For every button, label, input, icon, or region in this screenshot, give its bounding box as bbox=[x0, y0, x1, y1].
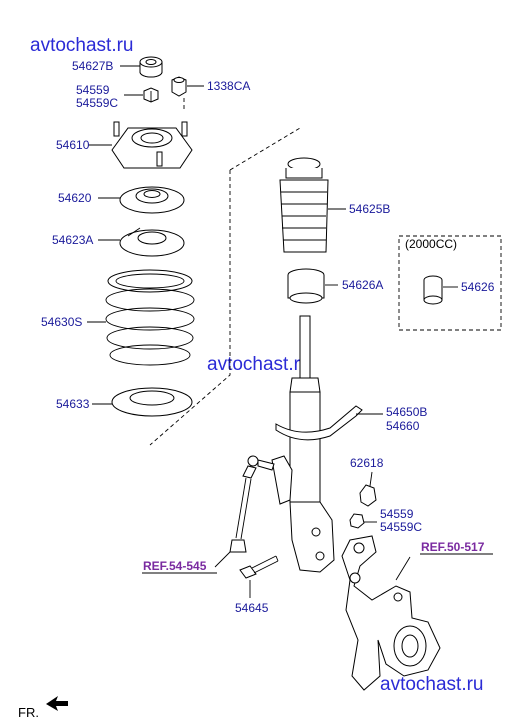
label-54633: 54633 bbox=[56, 397, 90, 411]
part-54650B-strut bbox=[271, 315, 363, 573]
part-54630S-coil-spring bbox=[105, 269, 195, 366]
label-54559-lower: 54559 bbox=[380, 507, 414, 521]
label-62618: 62618 bbox=[350, 456, 384, 470]
label-54630S: 54630S bbox=[41, 315, 82, 329]
label-54625B: 54625B bbox=[349, 202, 390, 216]
label-54610: 54610 bbox=[56, 138, 90, 152]
label-54620: 54620 bbox=[58, 191, 92, 205]
variant-box-2000cc bbox=[398, 235, 502, 331]
ref-left[interactable]: REF.54-545 bbox=[143, 559, 207, 573]
watermark-bottom: avtochast.ru bbox=[380, 674, 484, 695]
label-54559-upper: 54559 bbox=[76, 83, 110, 97]
label-1338CA: 1338CA bbox=[207, 79, 250, 93]
label-54645: 54645 bbox=[235, 601, 269, 615]
label-54660: 54660 bbox=[386, 419, 420, 433]
part-54627B bbox=[139, 56, 163, 78]
label-54650B: 54650B bbox=[386, 405, 427, 419]
ref-right[interactable]: REF.50-517 bbox=[421, 540, 485, 554]
part-54633-lower-seat bbox=[111, 387, 193, 417]
watermark-middle: avtochast.ru bbox=[207, 354, 311, 375]
watermark-top: avtochast.ru bbox=[30, 35, 134, 56]
label-54623A: 54623A bbox=[52, 233, 93, 247]
part-54620-bearing bbox=[119, 186, 185, 214]
label-54626A: 54626A bbox=[342, 278, 383, 292]
part-54625B-dust-boot bbox=[279, 157, 329, 253]
label-54626: 54626 bbox=[461, 280, 495, 294]
part-54626-bump-stop bbox=[423, 275, 443, 305]
part-stabilizer-link bbox=[229, 455, 275, 553]
part-54559-nut-lower bbox=[349, 513, 365, 529]
label-54559C-lower: 54559C bbox=[380, 520, 422, 534]
part-54559-nut-upper bbox=[143, 87, 159, 103]
part-1338CA bbox=[171, 76, 187, 97]
part-54623A-spring-seat bbox=[119, 227, 185, 257]
label-54627B: 54627B bbox=[72, 59, 113, 73]
label-54559C-upper: 54559C bbox=[76, 96, 118, 110]
variant-note: (2000CC) bbox=[405, 237, 457, 251]
part-54645-bolt bbox=[239, 555, 279, 579]
part-62618-bushing bbox=[359, 484, 377, 507]
part-steering-knuckle bbox=[341, 535, 441, 691]
part-54626A-bump-stop bbox=[287, 268, 325, 304]
direction-label: FR. bbox=[18, 705, 39, 720]
part-54610-strut-mount bbox=[111, 121, 193, 169]
direction-arrow-icon bbox=[46, 696, 68, 711]
